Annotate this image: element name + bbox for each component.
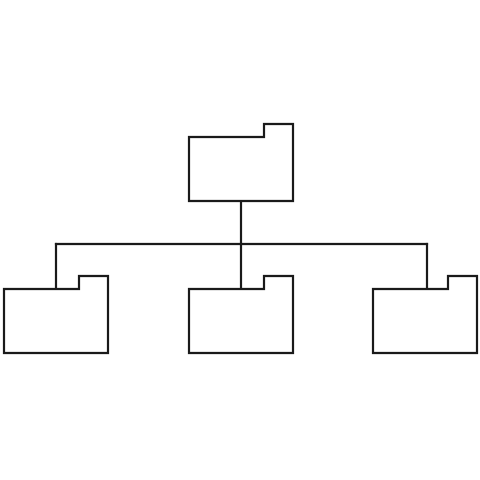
folder-node-root: [187, 122, 295, 203]
folder-node-child-left: [2, 274, 110, 355]
folder-node-child-right: [371, 274, 479, 355]
folder-icon: [187, 274, 295, 355]
folder-node-child-center: [187, 274, 295, 355]
connectors: [54, 199, 429, 291]
folder-icon: [371, 274, 479, 355]
folder-icon: [2, 274, 110, 355]
folder-icon: [187, 122, 295, 203]
